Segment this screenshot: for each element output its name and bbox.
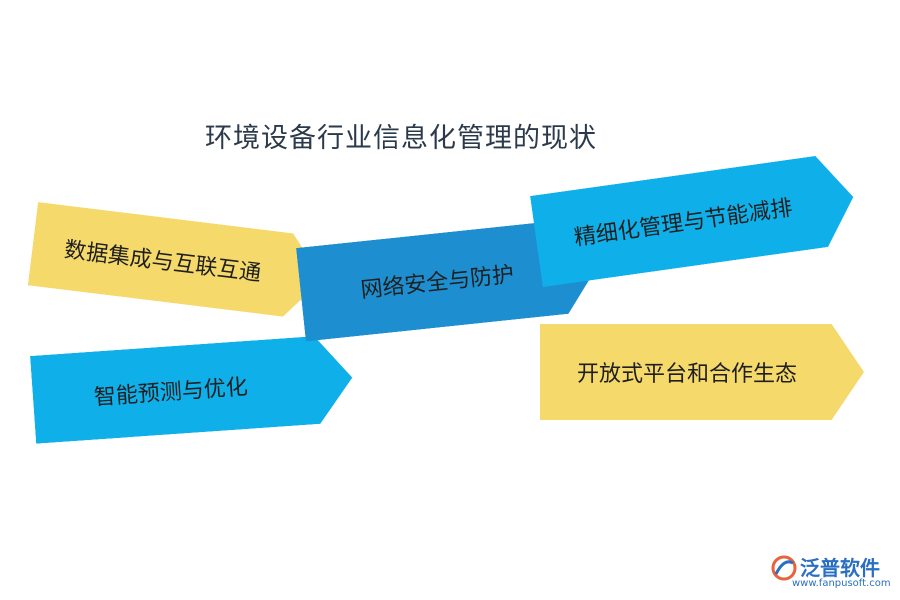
logo-name: 泛普软件 <box>800 556 880 580</box>
arrow-label: 数据集成与互联互通 <box>62 237 263 287</box>
arrow-label: 精细化管理与节能减排 <box>572 195 794 252</box>
arrow-label: 网络安全与防护 <box>359 262 516 304</box>
page-title: 环境设备行业信息化管理的现状 <box>205 123 597 154</box>
arrow-smart-prediction: 智能预测与优化 <box>30 334 355 444</box>
logo-url: www.fanpusoft.com <box>792 578 891 589</box>
brand-logo: 泛普软件 www.fanpusoft.com <box>770 552 894 592</box>
logo-icon <box>771 555 797 581</box>
arrow-label: 开放式平台和合作生态 <box>576 362 797 387</box>
arrow-fine-management: 精细化管理与节能减排 <box>530 151 860 287</box>
arrow-open-platform: 开放式平台和合作生态 <box>540 324 864 420</box>
arrow-data-integration: 数据集成与互联互通 <box>28 202 328 321</box>
arrow-label: 智能预测与优化 <box>93 374 249 411</box>
